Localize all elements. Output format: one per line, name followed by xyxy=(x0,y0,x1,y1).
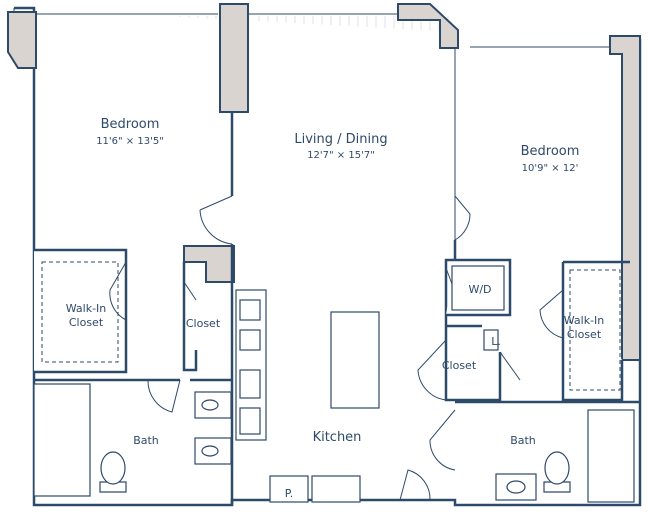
walkin-left-label-1: Walk-In xyxy=(66,302,107,315)
closet-right-label: Closet xyxy=(442,359,477,372)
bedroom-left-dims: 11'6" × 13'5" xyxy=(96,136,164,147)
living-dining-label: Living / Dining xyxy=(294,132,387,147)
bedroom-right-dims: 10'9" × 12' xyxy=(522,163,579,174)
kitchen-label: Kitchen xyxy=(313,430,362,445)
linen-label: L. xyxy=(491,335,501,348)
walkin-left-label-2: Closet xyxy=(69,316,104,329)
bedroom-left-label: Bedroom xyxy=(101,117,160,132)
closet-left-label: Closet xyxy=(186,317,221,330)
structural-columns xyxy=(7,3,641,361)
walkin-right-shelf xyxy=(569,269,621,391)
bath-left-label: Bath xyxy=(133,434,159,447)
fixtures xyxy=(33,265,635,503)
pantry-label: P. xyxy=(285,487,293,500)
wd-label: W/D xyxy=(468,283,491,296)
walkin-right-label-2: Closet xyxy=(567,328,602,341)
doors xyxy=(55,195,564,501)
bath-right-label: Bath xyxy=(510,434,536,447)
walkin-left-shelf xyxy=(41,261,119,363)
living-dining-dims: 12'7" × 15'7" xyxy=(307,150,375,161)
bedroom-right-label: Bedroom xyxy=(521,144,580,159)
room-labels: Bedroom 11'6" × 13'5" Living / Dining 12… xyxy=(66,117,605,500)
walkin-right-label-1: Walk-In xyxy=(564,314,605,327)
